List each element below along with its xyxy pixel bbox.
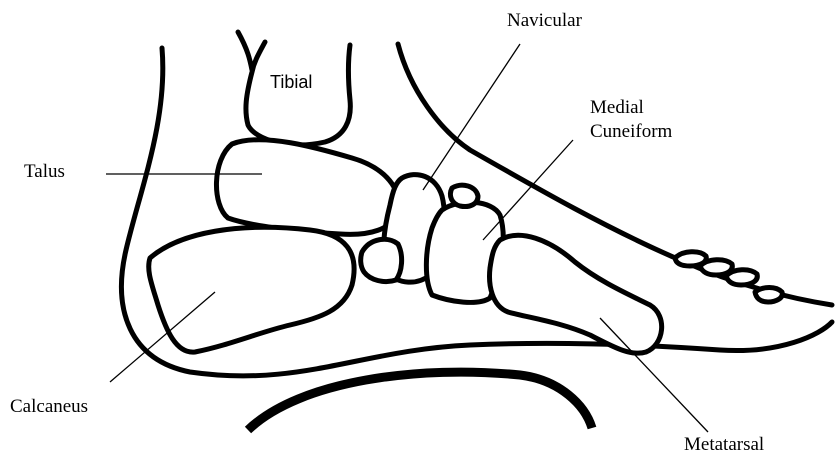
label-medial: Medial: [590, 97, 644, 120]
label-talus: Talus: [24, 161, 65, 184]
label-navicular: Navicular: [507, 10, 582, 33]
label-calcaneus: Calcaneus: [10, 396, 88, 419]
toe-4: [755, 288, 782, 303]
metatarsal-bone: [490, 235, 662, 353]
label-cuneiform: Cuneiform: [590, 121, 672, 144]
leader-medial-cuneiform: [483, 140, 573, 240]
label-tibial: Tibial: [270, 72, 312, 94]
cuboid-bone: [361, 239, 402, 281]
support-arch: [248, 372, 592, 430]
calcaneus-bone: [149, 227, 354, 352]
toe-3: [726, 270, 757, 285]
label-metatarsal: Metatarsal: [684, 434, 764, 457]
intermediate-bone: [450, 185, 478, 206]
talus-bone: [216, 140, 398, 235]
